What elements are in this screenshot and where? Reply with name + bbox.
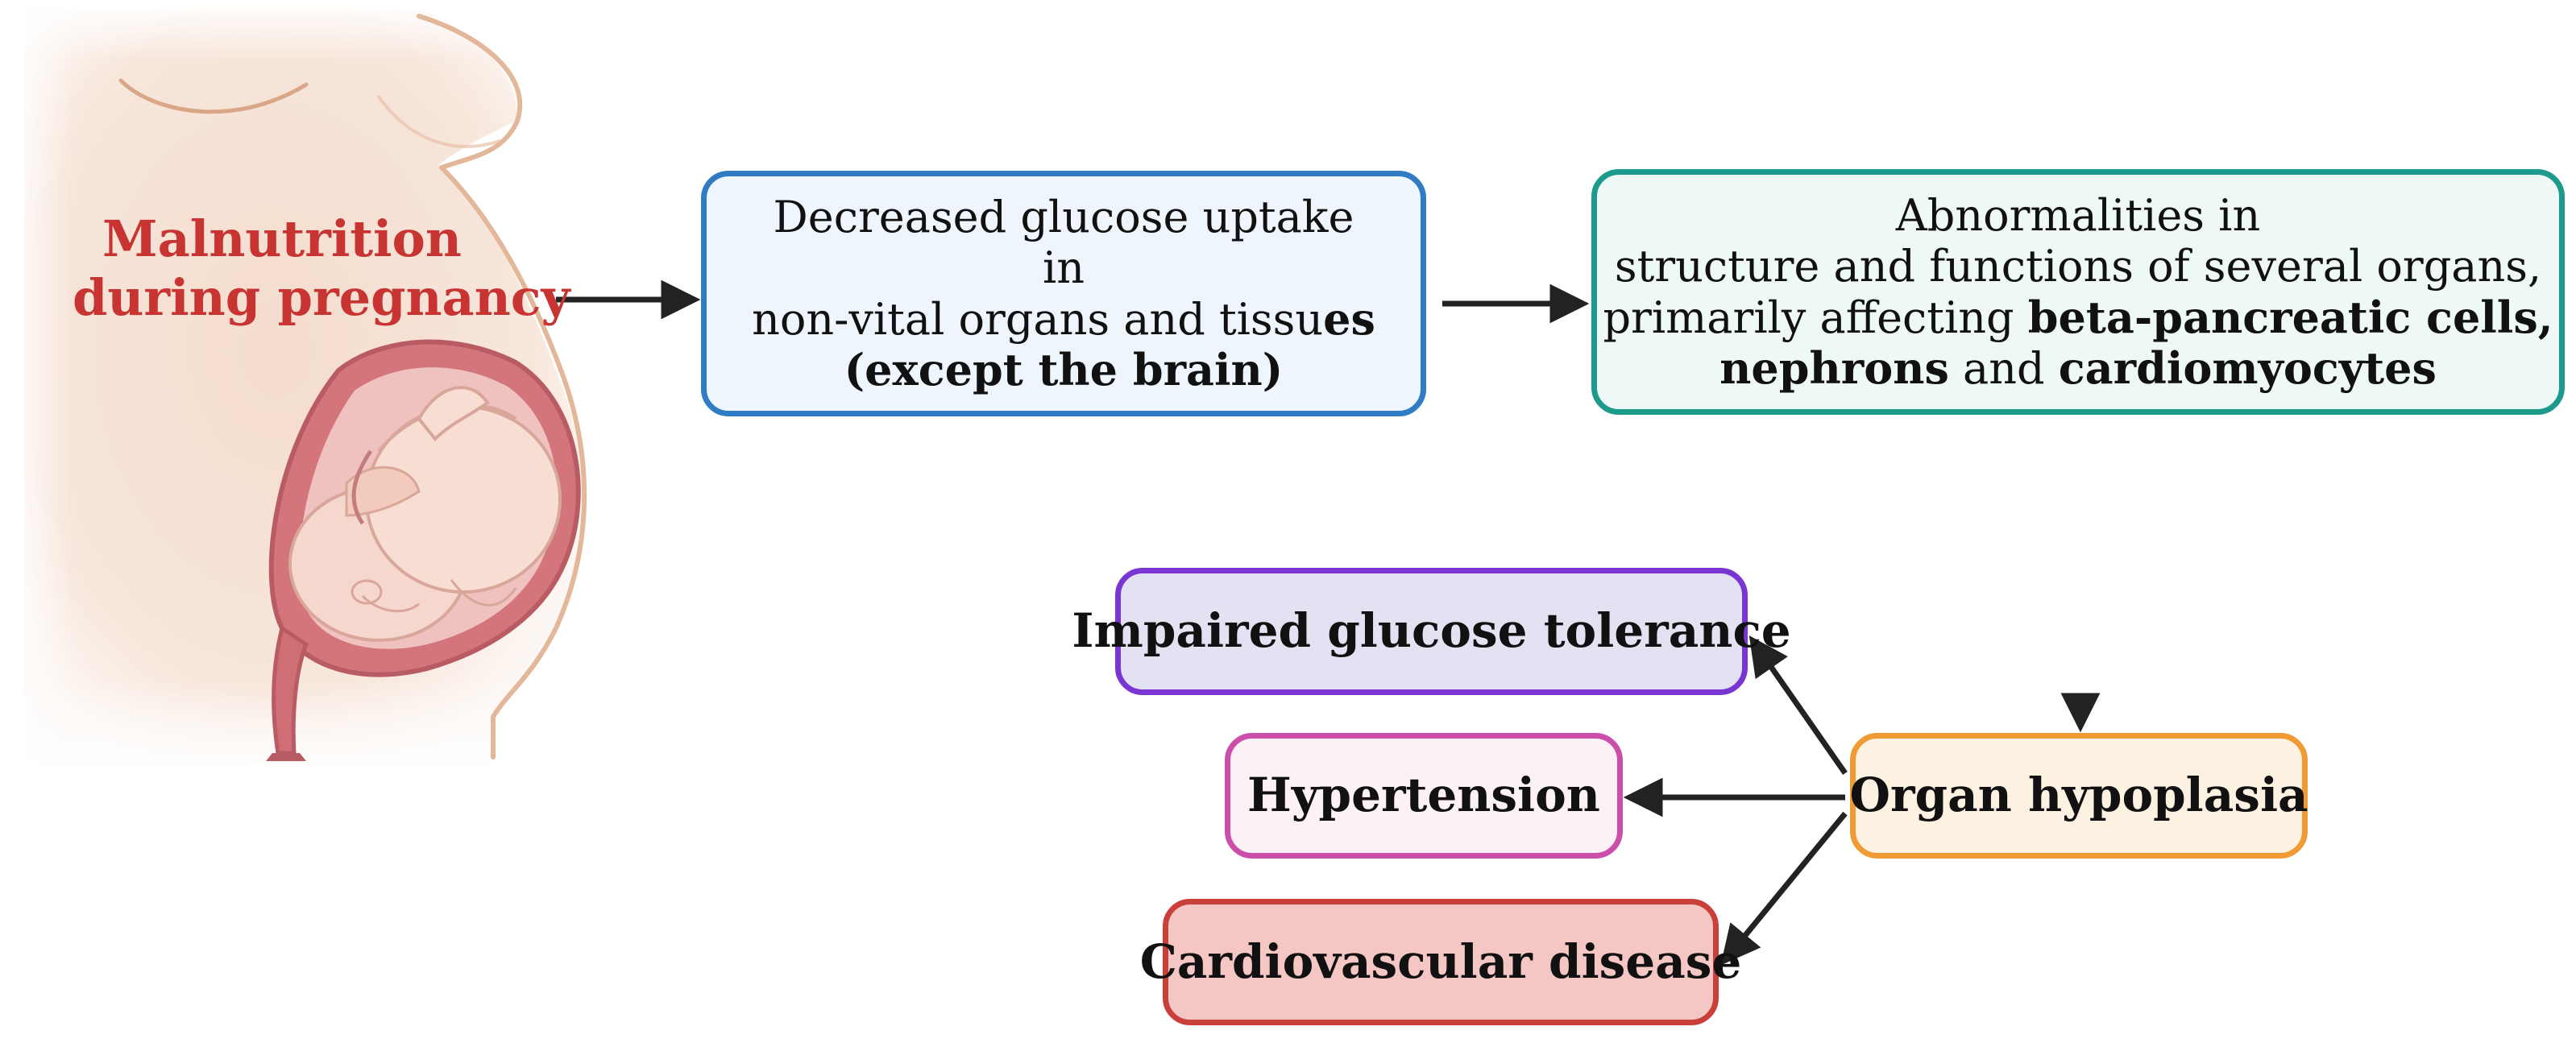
glucose-box-line-4: (except the brain) — [844, 343, 1284, 395]
cardiovascular-disease-label: Cardiovascular disease — [1139, 933, 1742, 989]
organ-hypoplasia-box: Organ hypoplasia — [1849, 733, 2308, 859]
glucose-box-line-1: Decreased glucose uptake — [773, 192, 1354, 243]
abnormalities-box-nephrons: nephrons — [1719, 341, 1949, 394]
abnormalities-box-line-3-text: primarily affecting — [1603, 292, 2028, 343]
arrow-to-impaired-box — [1748, 635, 1848, 776]
arrow-to-cardiovascular-box — [1720, 811, 1848, 966]
malnutrition-label: Malnutrition during pregnancy — [73, 209, 570, 328]
cardiovascular-disease-box: Cardiovascular disease — [1140, 899, 1741, 1025]
abnormalities-box-line-3: primarily affecting beta-pancreatic cell… — [1603, 292, 2553, 343]
malnutrition-line-1: Malnutrition — [102, 209, 462, 268]
abnormalities-box-line-3-bold: beta-pancreatic cells, — [2027, 291, 2553, 343]
abnormalities-box-line-4: nephrons and cardiomyocytes — [1719, 341, 2437, 394]
abnormalities-box: Abnormalities in structure and functions… — [1591, 169, 2565, 415]
impaired-glucose-tolerance-box: Impaired glucose tolerance — [1072, 568, 1791, 695]
glucose-box-line-3-bold: es — [1323, 292, 1375, 345]
glucose-box-line-3-text: non-vital organs and tissu — [752, 293, 1324, 345]
malnutrition-line-2: during pregnancy — [73, 268, 570, 328]
impaired-glucose-tolerance-label: Impaired glucose tolerance — [1072, 603, 1791, 659]
abnormalities-box-line-2: structure and functions of several organ… — [1614, 241, 2542, 292]
pregnant-woman-illustration — [0, 0, 612, 773]
abnormalities-box-and: and — [1948, 342, 2059, 394]
abnormalities-box-line-1: Abnormalities in — [1895, 190, 2261, 242]
abnormalities-box-cardiomyocytes: cardiomyocytes — [2058, 341, 2437, 394]
hypertension-box: Hypertension — [1225, 733, 1623, 859]
glucose-box-line-3: non-vital organs and tissues — [752, 292, 1375, 345]
glucose-uptake-box: Decreased glucose uptake in non-vital or… — [701, 171, 1426, 416]
hypertension-label: Hypertension — [1247, 768, 1600, 823]
glucose-box-line-2: in — [1042, 242, 1085, 294]
organ-hypoplasia-label: Organ hypoplasia — [1849, 768, 2308, 823]
